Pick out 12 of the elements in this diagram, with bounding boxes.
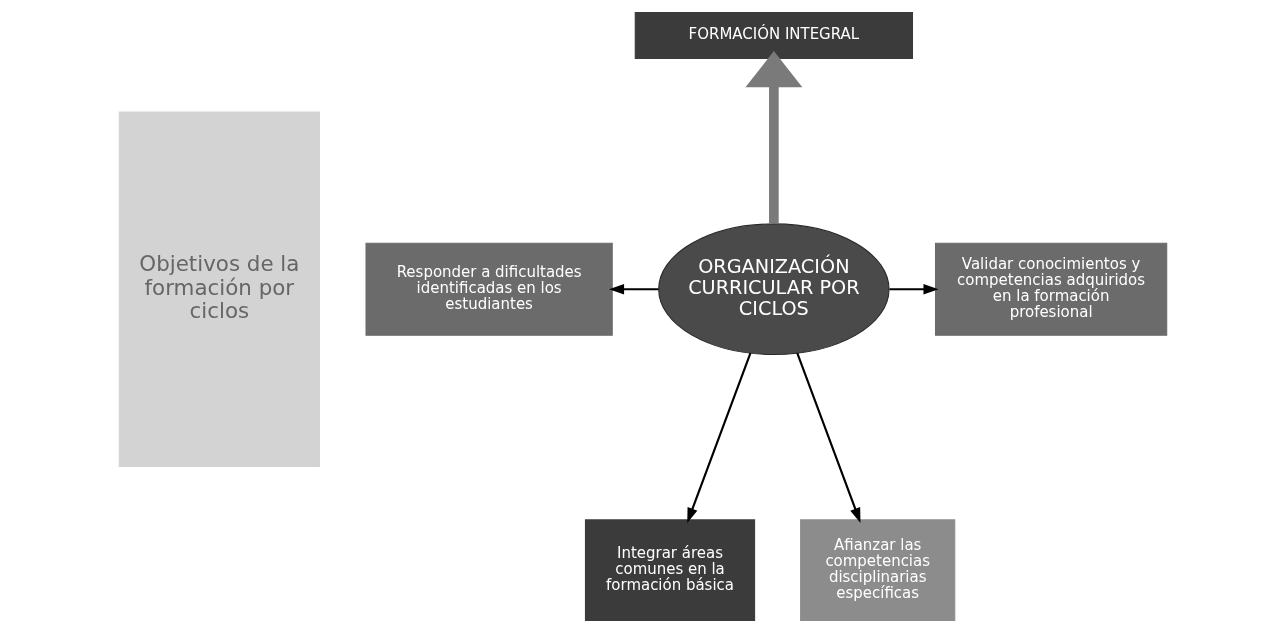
arrow bbox=[608, 283, 658, 295]
node-box: Validar conocimientos y competencias adquiridos en la formación profesional bbox=[934, 242, 1167, 336]
node-box: FORMACIÓN INTEGRAL bbox=[634, 11, 913, 60]
arrow bbox=[888, 283, 938, 295]
node-box: Objetivos de la formación por ciclos bbox=[118, 111, 320, 467]
node-ellipse: ORGANIZACIÓN CURRICULAR POR CICLOS bbox=[657, 223, 890, 356]
node-box: Afianzar las competencias disciplinarias específicas bbox=[799, 519, 955, 622]
node-box: Integrar áreas comunes en la formación básica bbox=[584, 519, 755, 622]
arrow bbox=[795, 352, 860, 523]
arrow bbox=[744, 51, 802, 224]
arrow bbox=[686, 352, 751, 523]
node-box: Responder a dificultades identificadas en los estudiantes bbox=[365, 242, 613, 336]
